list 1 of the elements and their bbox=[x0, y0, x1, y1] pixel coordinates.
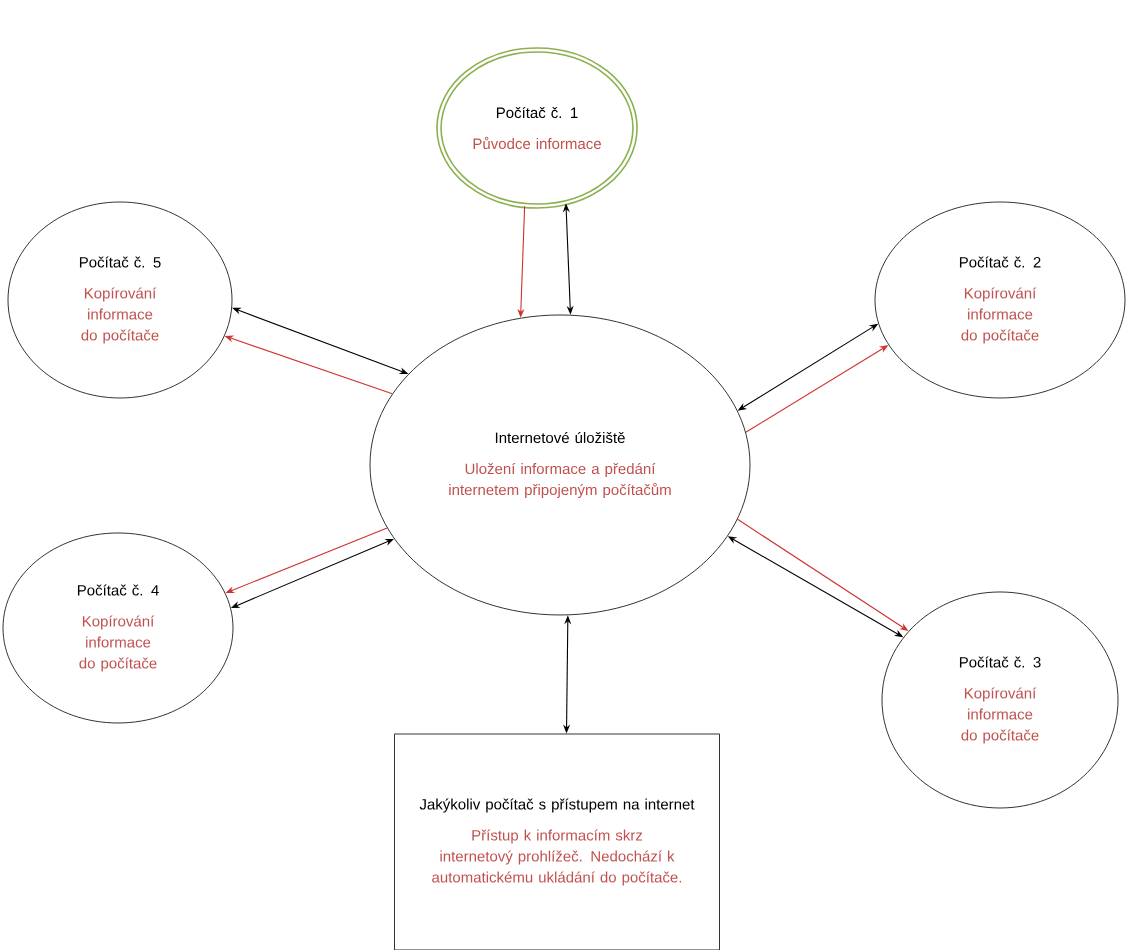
computer-box: Jakýkoliv počítač s přístupem na internet Přístup k informacím skrz internetový prohlížeč. Nedochází k automatickému ukládání do počítače. bbox=[394, 733, 720, 950]
